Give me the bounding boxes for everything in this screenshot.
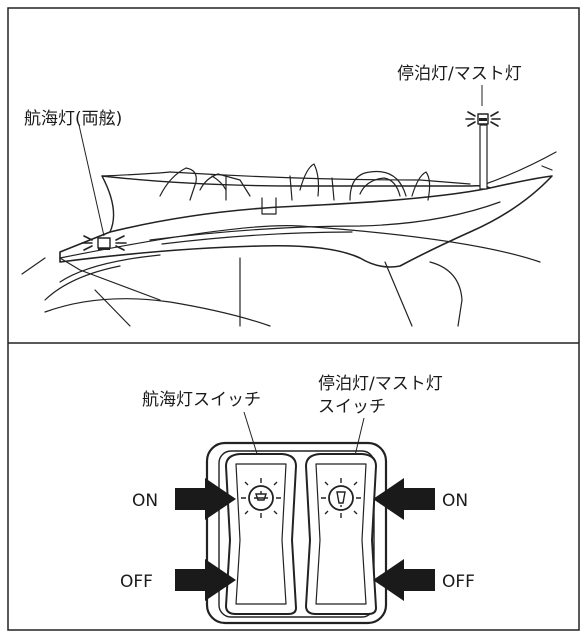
right-on-arrow-icon [373,478,435,520]
nav-light-leader [78,124,105,237]
anchor-mast-light-label: 停泊灯/マスト灯 [397,64,522,84]
mast-light-rays [465,111,501,127]
nav-light-rays [81,235,127,251]
right-off-arrow-icon [373,559,435,601]
anchor-switch-label-line1: 停泊灯/マスト灯 [318,374,443,394]
nav-lights-label: 航海灯(両舷) [24,109,122,129]
nav-switch-label: 航海灯スイッチ [142,390,261,410]
anchor-switch-label-line2: スイッチ [318,397,386,417]
navigation-light-icon [241,478,281,518]
outer-border [7,7,580,631]
left-off-arrow-icon [175,559,236,601]
right-off-label: OFF [442,572,475,592]
boat-illustration [21,113,557,327]
anchor-light-icon [321,478,361,518]
left-off-label: OFF [120,572,153,592]
right-on-label: ON [442,491,468,511]
left-on-label: ON [132,491,158,511]
left-on-arrow-icon [175,478,236,520]
switch-panel [205,441,388,625]
